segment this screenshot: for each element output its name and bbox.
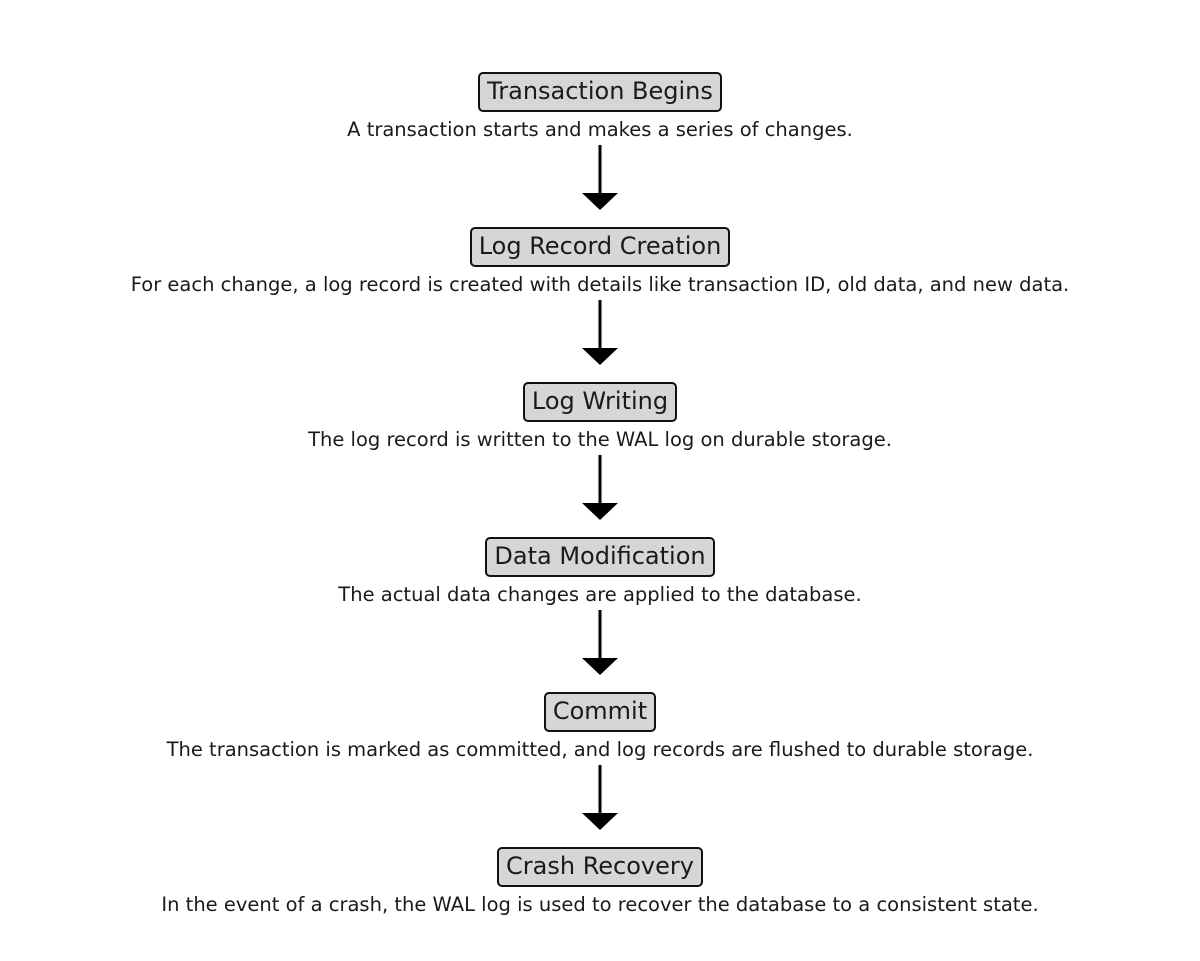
step-commit: Commit xyxy=(0,692,1200,732)
down-arrow-icon xyxy=(582,455,618,520)
step-transaction-begins: Transaction Begins xyxy=(0,72,1200,112)
step-log-writing: Log Writing xyxy=(0,382,1200,422)
step-title-box: Transaction Begins xyxy=(478,72,722,112)
step-description: The transaction is marked as committed, … xyxy=(166,738,1034,761)
step-data-modification: Data Modification xyxy=(0,537,1200,577)
step-title-box: Log Record Creation xyxy=(469,227,731,267)
down-arrow-icon xyxy=(582,610,618,675)
down-arrow-icon xyxy=(582,300,618,365)
down-arrow-icon xyxy=(582,145,618,210)
step-description: In the event of a crash, the WAL log is … xyxy=(161,893,1039,916)
step-title-box: Crash Recovery xyxy=(497,847,703,887)
step-title-box: Commit xyxy=(543,692,657,732)
step-description: For each change, a log record is created… xyxy=(130,273,1070,296)
step-title-box: Data Modification xyxy=(485,537,715,577)
step-title-box: Log Writing xyxy=(522,382,678,422)
step-description: A transaction starts and makes a series … xyxy=(347,118,853,141)
step-description: The actual data changes are applied to t… xyxy=(338,583,862,606)
down-arrow-icon xyxy=(582,765,618,830)
step-crash-recovery: Crash Recovery xyxy=(0,847,1200,887)
step-log-record-creation: Log Record Creation xyxy=(0,227,1200,267)
step-description: The log record is written to the WAL log… xyxy=(308,428,892,451)
